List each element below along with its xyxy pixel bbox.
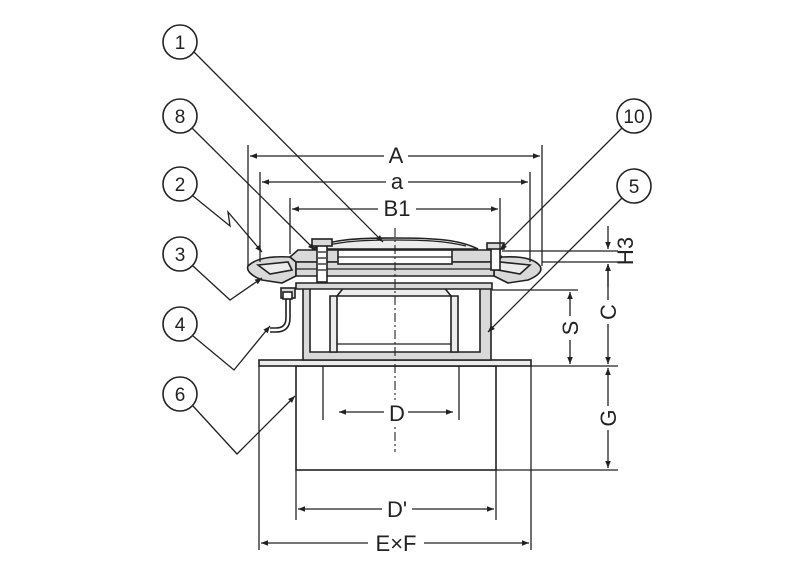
- dimensions: A a B1 D D' E×F: [247, 143, 638, 556]
- svg-text:5: 5: [629, 177, 640, 198]
- drain-assembly: [246, 228, 542, 471]
- svg-text:3: 3: [175, 245, 186, 266]
- callout-4: 4: [162, 306, 271, 371]
- svg-text:2: 2: [175, 175, 186, 196]
- callout-5: 5: [487, 168, 652, 333]
- dim-C: C: [596, 304, 621, 320]
- callout-3: 3: [162, 236, 263, 301]
- callout-8: 8: [162, 98, 316, 251]
- dim-B1: B1: [384, 196, 411, 221]
- svg-text:8: 8: [175, 107, 186, 128]
- svg-text:1: 1: [175, 33, 186, 54]
- grate-lid: [311, 237, 479, 265]
- callout-2: 2: [162, 166, 263, 253]
- dim-ExF: E×F: [376, 531, 417, 556]
- dim-D-prime: D': [387, 497, 407, 522]
- dim-A: A: [389, 143, 404, 168]
- anchor-hook: [270, 287, 296, 333]
- dim-H3: H3: [613, 237, 638, 265]
- dim-G: G: [596, 409, 621, 426]
- svg-text:4: 4: [175, 315, 186, 336]
- bolt-left: [311, 238, 333, 283]
- callouts: 1 8 2 3 4 6: [162, 24, 652, 455]
- drain-body: [295, 282, 493, 361]
- dim-a: a: [391, 169, 404, 194]
- dim-D: D: [389, 401, 405, 426]
- callout-10: 10: [499, 98, 652, 251]
- svg-text:10: 10: [623, 107, 644, 128]
- callout-1: 1: [162, 24, 384, 243]
- dim-S: S: [558, 321, 583, 336]
- svg-text:6: 6: [175, 385, 186, 406]
- callout-6: 6: [162, 376, 296, 455]
